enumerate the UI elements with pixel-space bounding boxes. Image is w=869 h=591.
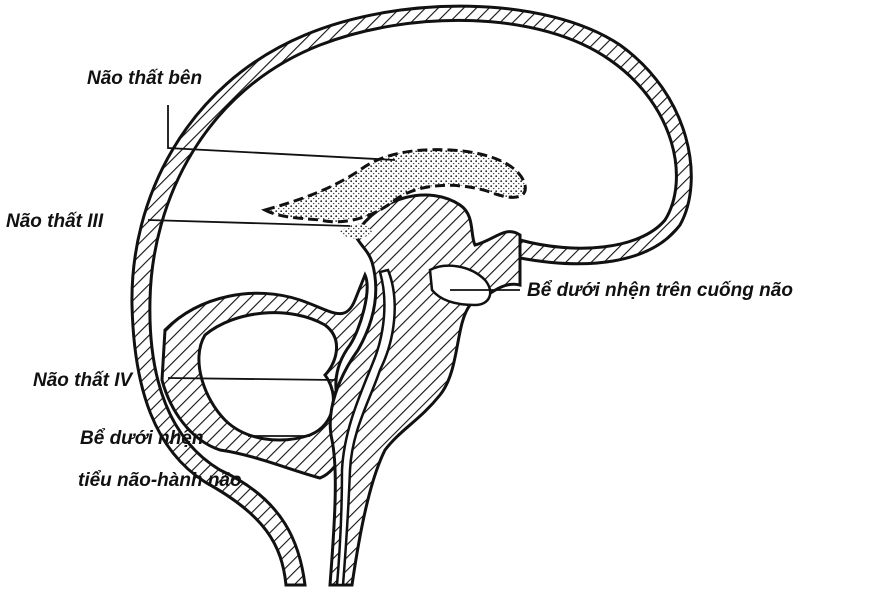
label-lateral-ventricle: Não thất bên (87, 68, 202, 89)
label-interpeduncular-cistern: Bể dưới nhện trên cuống não (527, 280, 793, 301)
label-fourth-ventricle: Não thất IV (33, 370, 134, 391)
label-cisterna-magna-line2: tiểu não-hành não (78, 470, 242, 491)
label-third-ventricle: Não thất III (6, 211, 104, 232)
brainstem-column (330, 195, 520, 585)
leader-third-ventricle (148, 220, 350, 226)
label-cisterna-magna-line1: Bể dưới nhện (80, 428, 203, 449)
